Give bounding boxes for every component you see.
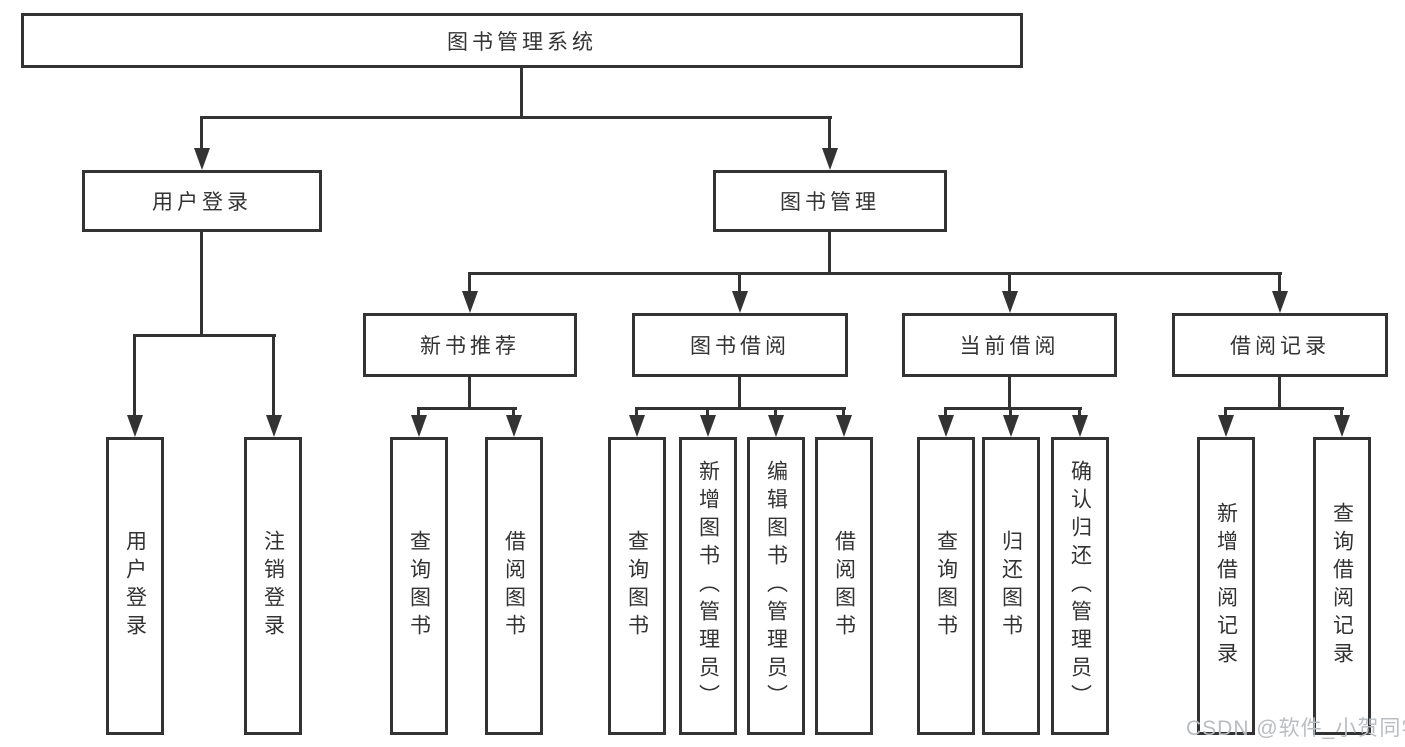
arrow-down-icon [938, 415, 954, 437]
connector-line [520, 68, 523, 117]
connector-line [468, 272, 471, 293]
leaf-edit-books-admin: 编辑图书（管理员） [747, 437, 805, 735]
leaf-borrow-books-recommend: 借阅图书 [485, 437, 543, 735]
node-current-borrow-label: 当前借阅 [959, 335, 1060, 358]
connector-line [272, 334, 275, 417]
leaf-query-books-recommend: 查询图书 [390, 437, 448, 735]
connector-line [828, 116, 831, 150]
arrow-down-icon [700, 415, 716, 437]
node-book-management: 图书管理 [713, 170, 947, 232]
connector-line [738, 377, 741, 410]
connector-line [635, 407, 638, 417]
leaf-confirm-return-admin: 确认归还（管理员） [1051, 437, 1109, 735]
arrow-down-icon [506, 415, 522, 437]
node-user-login-label: 用户登录 [152, 191, 252, 214]
leaf-query-books-borrow: 查询图书 [608, 437, 666, 735]
connector-line [1009, 407, 1012, 417]
leaf-query-books-current: 查询图书 [917, 437, 975, 735]
arrow-down-icon [1002, 291, 1018, 313]
node-book-borrow: 图书借阅 [632, 313, 848, 377]
connector-line [133, 334, 276, 337]
connector-line [635, 407, 846, 410]
arrow-down-icon [1334, 415, 1350, 437]
connector-line [200, 232, 203, 337]
leaf-borrow-books-label: 借阅图书 [832, 530, 856, 642]
leaf-logout: 注销登录 [244, 437, 302, 735]
arrow-down-icon [462, 291, 478, 313]
leaf-add-borrow-record-label: 新增借阅记录 [1214, 502, 1238, 670]
leaf-logout-label: 注销登录 [261, 530, 285, 642]
arrow-down-icon [732, 291, 748, 313]
arrow-down-icon [768, 415, 784, 437]
node-book-borrow-label: 图书借阅 [690, 335, 790, 358]
connector-line [944, 407, 1082, 410]
arrow-down-icon [127, 415, 143, 437]
leaf-user-login: 用户登录 [106, 437, 164, 735]
connector-line [1278, 272, 1281, 293]
leaf-add-books-admin-label: 新增图书（管理员） [696, 460, 720, 712]
connector-line [200, 116, 203, 150]
connector-line [842, 407, 845, 417]
connector-line [1224, 407, 1227, 417]
leaf-return-books: 归还图书 [982, 437, 1040, 735]
node-book-management-label: 图书管理 [780, 191, 880, 214]
connector-line [512, 407, 515, 417]
leaf-borrow-books-recommend-label: 借阅图书 [502, 530, 526, 642]
leaf-query-borrow-record: 查询借阅记录 [1313, 437, 1371, 735]
node-borrow-records: 借阅记录 [1172, 313, 1388, 377]
leaf-edit-books-admin-label: 编辑图书（管理员） [764, 460, 788, 712]
connector-line [200, 116, 832, 119]
arrow-down-icon [1218, 415, 1234, 437]
leaf-user-login-label: 用户登录 [123, 530, 147, 642]
connector-line [828, 232, 831, 275]
node-root: 图书管理系统 [21, 13, 1023, 68]
arrow-down-icon [629, 415, 645, 437]
connector-line [1008, 272, 1011, 293]
connector-line [1278, 377, 1281, 410]
arrow-down-icon [822, 148, 838, 170]
node-user-login: 用户登录 [82, 170, 322, 232]
node-new-book-recommend: 新书推荐 [363, 313, 577, 377]
arrow-down-icon [1072, 415, 1088, 437]
connector-line [774, 407, 777, 417]
connector-line [468, 272, 1282, 275]
leaf-query-borrow-record-label: 查询借阅记录 [1330, 502, 1354, 670]
arrow-down-icon [266, 415, 282, 437]
node-root-label: 图书管理系统 [447, 30, 597, 54]
node-new-book-recommend-label: 新书推荐 [420, 335, 520, 358]
csdn-watermark: CSDN @软件_小贺同学 [1186, 717, 1405, 740]
arrow-down-icon [411, 415, 427, 437]
arrow-down-icon [194, 148, 210, 170]
arrow-down-icon [1003, 415, 1019, 437]
node-borrow-records-label: 借阅记录 [1230, 335, 1330, 358]
leaf-query-books-borrow-label: 查询图书 [625, 530, 649, 642]
connector-line [1078, 407, 1081, 417]
connector-line [417, 407, 420, 417]
arrow-down-icon [836, 415, 852, 437]
connector-line [706, 407, 709, 417]
leaf-query-books-current-label: 查询图书 [934, 530, 958, 642]
connector-line [1224, 407, 1344, 410]
leaf-add-books-admin: 新增图书（管理员） [679, 437, 737, 735]
leaf-return-books-label: 归还图书 [999, 530, 1023, 642]
leaf-query-books-recommend-label: 查询图书 [407, 530, 431, 642]
connector-line [1008, 377, 1011, 410]
leaf-borrow-books: 借阅图书 [815, 437, 873, 735]
connector-line [1340, 407, 1343, 417]
connector-line [133, 334, 136, 417]
connector-line [468, 377, 471, 410]
connector-line [417, 407, 517, 410]
node-current-borrow: 当前借阅 [902, 313, 1117, 377]
leaf-confirm-return-admin-label: 确认归还（管理员） [1068, 460, 1092, 712]
connector-line [944, 407, 947, 417]
arrow-down-icon [1272, 291, 1288, 313]
leaf-add-borrow-record: 新增借阅记录 [1197, 437, 1255, 735]
connector-line [738, 272, 741, 293]
